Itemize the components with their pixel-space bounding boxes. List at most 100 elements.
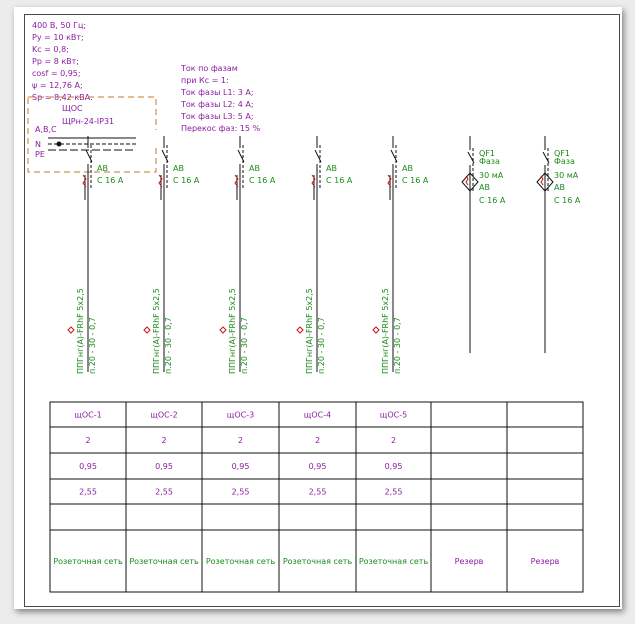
cable-brand: ППГнг(А)-FRhF 5х2,5 (76, 288, 85, 374)
table-row-currents: 2,55 2,55 2,55 2,55 2,55 (79, 488, 402, 497)
cable-route: п.20 - 30 - 0,7 (393, 317, 402, 374)
phase-info-l1: Ток фазы L1: 3 А; (180, 88, 254, 97)
breaker-release-mark (82, 174, 87, 188)
table-cell: 2 (85, 436, 90, 445)
table-cell: щОС-3 (227, 411, 254, 420)
breaker-release-mark (158, 174, 163, 188)
panel-enclosure: ЩОС ЩРн-24-IP31 A,B,C N PE (27, 96, 157, 173)
phase-info-l2: Ток фазы L2: 4 А; (180, 100, 254, 109)
table-cell: 0,95 (309, 462, 327, 471)
cable-mark (219, 326, 227, 334)
cable-route: п.20 - 30 - 0,7 (164, 317, 173, 374)
table-cell: 2,55 (79, 488, 97, 497)
breaker-rating: C 16 А (402, 176, 429, 185)
cable-route: п.20 - 30 - 0,7 (88, 317, 97, 374)
breaker-type: AB (173, 164, 184, 173)
table-row-powers: 2 2 2 2 2 (85, 436, 396, 445)
table-row-purposes: Розеточная сеть Розеточная сеть Розеточная… (53, 557, 559, 566)
cable-mark (296, 326, 304, 334)
phase-imbalance: Перекос фаз: 15 % (181, 124, 261, 133)
table-cell: Резерв (455, 557, 484, 566)
breaker-type: AB (97, 164, 108, 173)
table-cell: 2,55 (385, 488, 403, 497)
breaker-type: AB (326, 164, 337, 173)
breaker-release-mark (311, 174, 316, 188)
cable-mark (372, 326, 380, 334)
table-cell: Розеточная сеть (129, 557, 199, 566)
table-cell: 0,95 (79, 462, 97, 471)
panel-model: ЩРн-24-IP31 (62, 117, 114, 126)
table-cell: 2 (315, 436, 320, 445)
param-current: ψ = 12,76 А; (32, 81, 83, 90)
table-cell: Розеточная сеть (53, 557, 123, 566)
rcd-symbol (536, 172, 554, 192)
table-cell: 0,95 (155, 462, 173, 471)
bus-phases-label: A,B,C (35, 125, 57, 134)
param-voltage: 400 В, 50 Гц; (32, 21, 86, 30)
rcd-release-mark (465, 175, 469, 186)
table-row-cosf: 0,95 0,95 0,95 0,95 0,95 (79, 462, 402, 471)
phase-info-l3: Ток фазы L3: 5 А; (180, 112, 254, 121)
load-parameters: 400 В, 50 Гц; Pу = 10 кВт; Kс = 0,8; Pр … (32, 21, 93, 102)
table-border (49, 401, 584, 593)
table-cell: Розеточная сеть (206, 557, 276, 566)
drawing-frame (24, 14, 620, 607)
rcbo-leakage: 30 мА (479, 171, 504, 180)
breaker-release-mark (387, 174, 392, 188)
breaker-rating: C 16 А (97, 176, 124, 185)
table-cell: 0,95 (232, 462, 250, 471)
cable-route: п.20 - 30 - 0,7 (317, 317, 326, 374)
busbars (48, 137, 136, 151)
phase-info-kc: при Кс = 1: (181, 76, 229, 85)
table-cell: 0,95 (385, 462, 403, 471)
cable-mark (143, 326, 151, 334)
rcbo-type: AB (554, 183, 565, 192)
cable-mark (67, 326, 75, 334)
cable-brand: ППГнг(А)-FRhF 5х2,5 (381, 288, 390, 374)
param-installed-power: Pу = 10 кВт; (32, 33, 84, 42)
cable-brand: ППГнг(А)-FRhF 5х2,5 (228, 288, 237, 374)
table-cell: 2,55 (232, 488, 250, 497)
table-cell: щОС-4 (304, 411, 331, 420)
cable-route: п.20 - 30 - 0,7 (240, 317, 249, 374)
phase-currents: Ток по фазам при Кс = 1: Ток фазы L1: 3 … (180, 64, 261, 133)
rcd-release-mark (540, 175, 544, 186)
table-cell: 2 (391, 436, 396, 445)
rcbo-tag: QF1 (554, 149, 570, 158)
cable-brand: ППГнг(А)-FRhF 5х2,5 (152, 288, 161, 374)
table-cell: Розеточная сеть (283, 557, 353, 566)
table-cell: щОС-2 (150, 411, 177, 420)
panel-name: ЩОС (62, 104, 83, 113)
breaker-rating: C 16 А (173, 176, 200, 185)
breaker-rating: C 16 А (249, 176, 276, 185)
rcbo-leakage: 30 мА (554, 171, 579, 180)
drawing-sheet (14, 7, 622, 609)
breaker-type: AB (249, 164, 260, 173)
rcbo-rating: C 16 А (554, 196, 581, 205)
breaker-type: AB (402, 164, 413, 173)
rcbo-spec: Фаза (479, 157, 500, 166)
table-cell: 2 (238, 436, 243, 445)
table-cell: 2,55 (155, 488, 173, 497)
table-row-names: щОС-1 щОС-2 щОС-3 щОС-4 щОС-5 (74, 411, 407, 420)
breaker-release-mark (234, 174, 239, 188)
cable-brand: ППГнг(А)-FRhF 5х2,5 (305, 288, 314, 374)
table-cell: щОС-5 (380, 411, 407, 420)
table-cell: 2,55 (309, 488, 327, 497)
table-cell: 2 (161, 436, 166, 445)
phase-info-title: Ток по фазам (180, 64, 238, 73)
rcbo-tag: QF1 (479, 149, 495, 158)
param-design-power: Pр = 8 кВт; (32, 57, 79, 66)
table-cell: щОС-1 (74, 411, 101, 420)
table-cell: Резерв (531, 557, 560, 566)
